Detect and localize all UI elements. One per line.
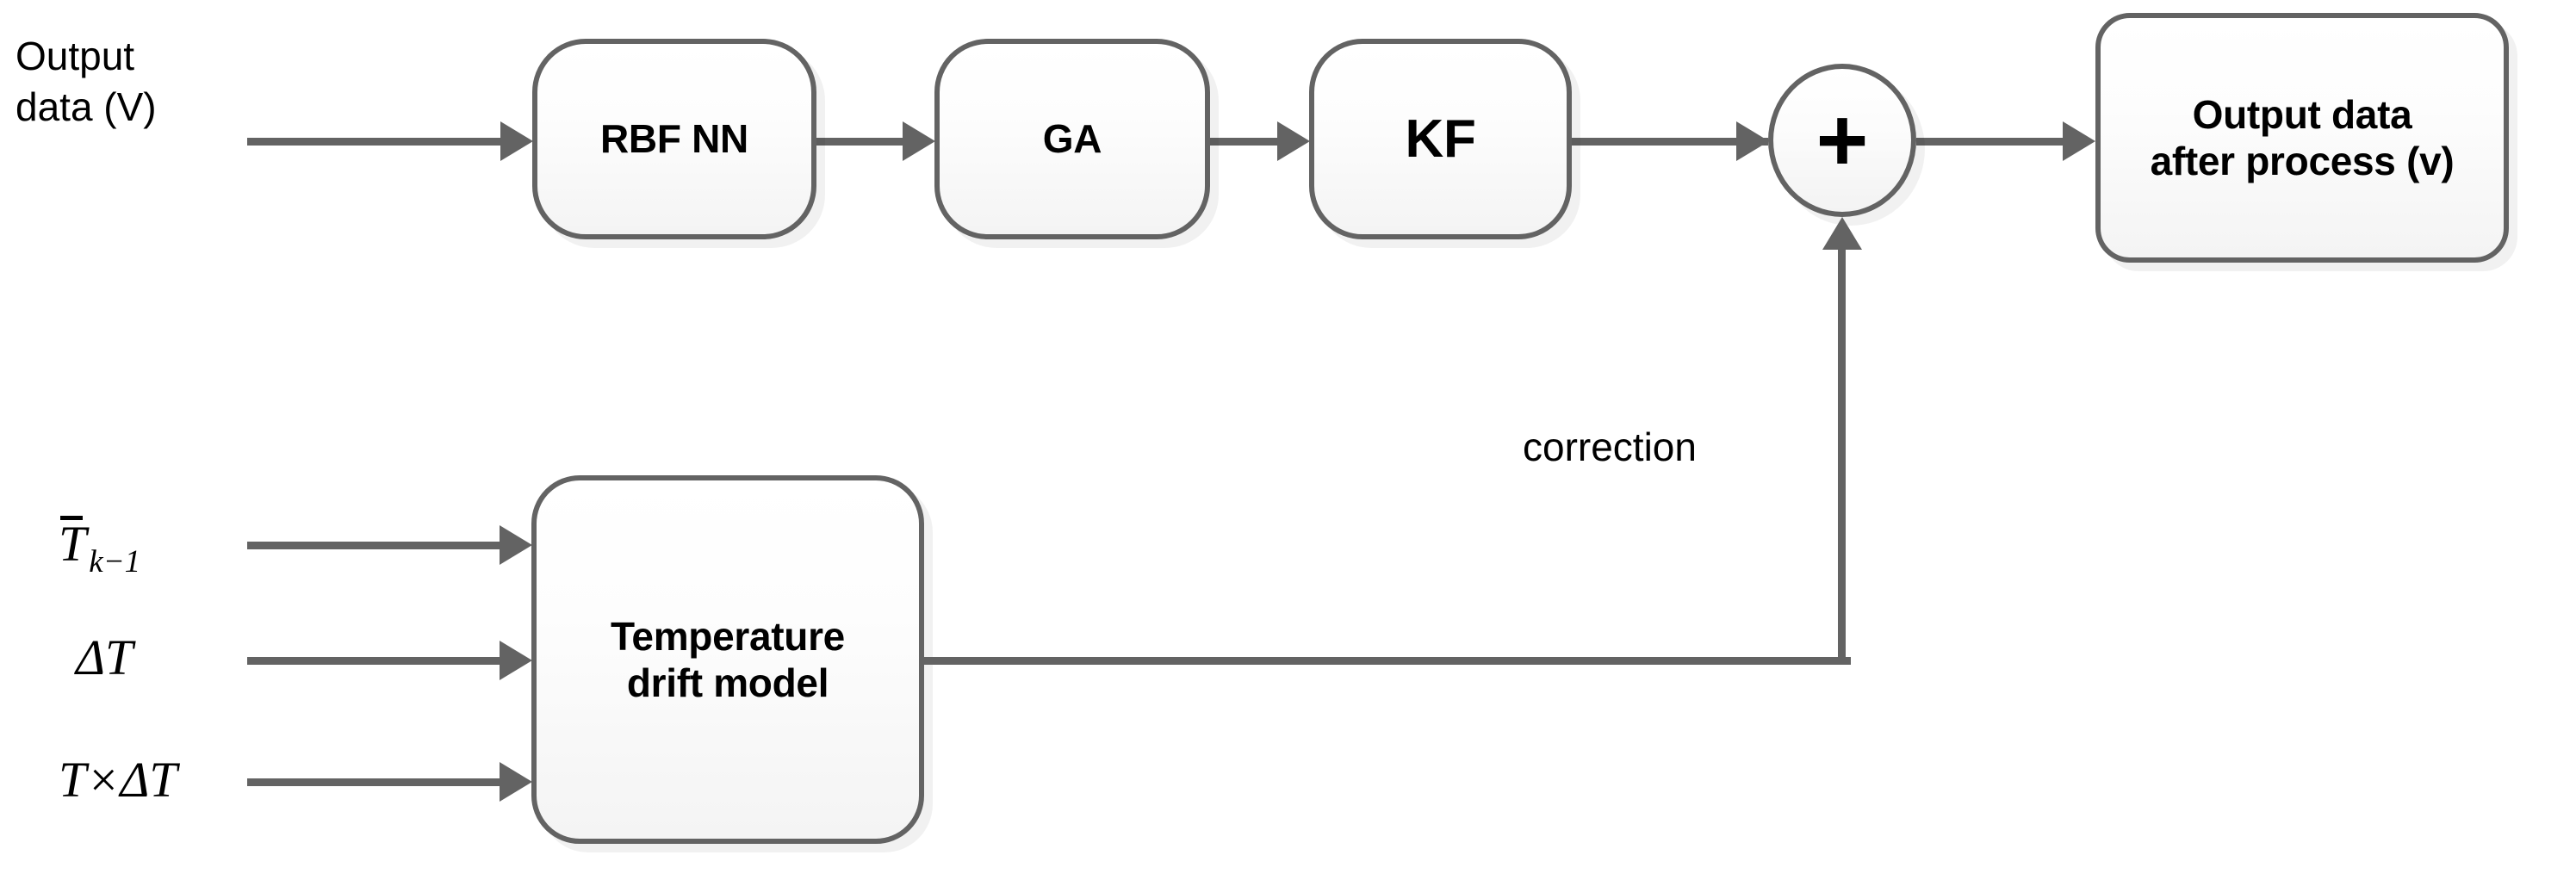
block-kf-label: KF [1405, 108, 1476, 169]
input-signal-label: Output data (V) [16, 31, 157, 133]
connector-ga-to-kf [1210, 138, 1277, 146]
arrowhead-t-times-delta-t-to-drift [500, 762, 532, 802]
input-label-t-bar-k-minus-1: Tk−1 [59, 513, 140, 580]
connector-t-times-delta-t-to-drift [247, 778, 500, 786]
arrowhead-rbf-to-ga [903, 121, 935, 161]
block-output-data[interactable]: Output data after process (v) [2095, 13, 2509, 263]
block-output-data-line1: Output data [2192, 91, 2412, 137]
input-label-t-times-delta-t: T×ΔT [59, 752, 177, 808]
input-signal-label-line1: Output [16, 34, 135, 78]
block-rbf-nn-label: RBF NN [600, 116, 748, 162]
connector-tbar-to-drift [247, 542, 500, 549]
connector-sum-to-output [1916, 138, 2063, 146]
block-rbf-nn[interactable]: RBF NN [532, 39, 816, 239]
block-ga-label: GA [1042, 116, 1102, 162]
arrowhead-ga-to-kf [1277, 121, 1310, 161]
block-temperature-drift-model-line1: Temperature [611, 613, 845, 659]
summing-junction[interactable] [1768, 64, 1916, 217]
connector-input-to-rbf [247, 138, 500, 146]
arrowhead-sum-to-output [2063, 121, 2095, 161]
input-label-delta-t: ΔT [76, 629, 133, 685]
arrowhead-kf-to-sum [1736, 121, 1769, 161]
arrowhead-delta-t-to-drift [500, 641, 532, 680]
t-bar-glyph: T [59, 513, 86, 573]
connector-delta-t-to-drift [247, 657, 500, 665]
block-ga[interactable]: GA [934, 39, 1210, 239]
correction-label: correction [1523, 425, 1697, 469]
t-bar-subscript: k−1 [89, 543, 141, 579]
connector-kf-to-sum [1572, 138, 1768, 146]
connector-corner-to-sum [1838, 250, 1846, 661]
arrowhead-tbar-to-drift [500, 525, 532, 565]
input-signal-label-line2: data (V) [16, 84, 157, 129]
connector-rbf-to-ga [816, 138, 903, 146]
plus-icon: + [1816, 90, 1869, 190]
arrowhead-correction-to-sum [1822, 217, 1862, 250]
block-kf[interactable]: KF [1309, 39, 1572, 239]
connector-drift-to-corner [924, 657, 1851, 665]
block-temperature-drift-model[interactable]: Temperature drift model [531, 475, 924, 844]
arrowhead-input-to-rbf [500, 121, 533, 161]
block-temperature-drift-model-line2: drift model [626, 660, 829, 705]
block-output-data-line2: after process (v) [2150, 139, 2455, 183]
